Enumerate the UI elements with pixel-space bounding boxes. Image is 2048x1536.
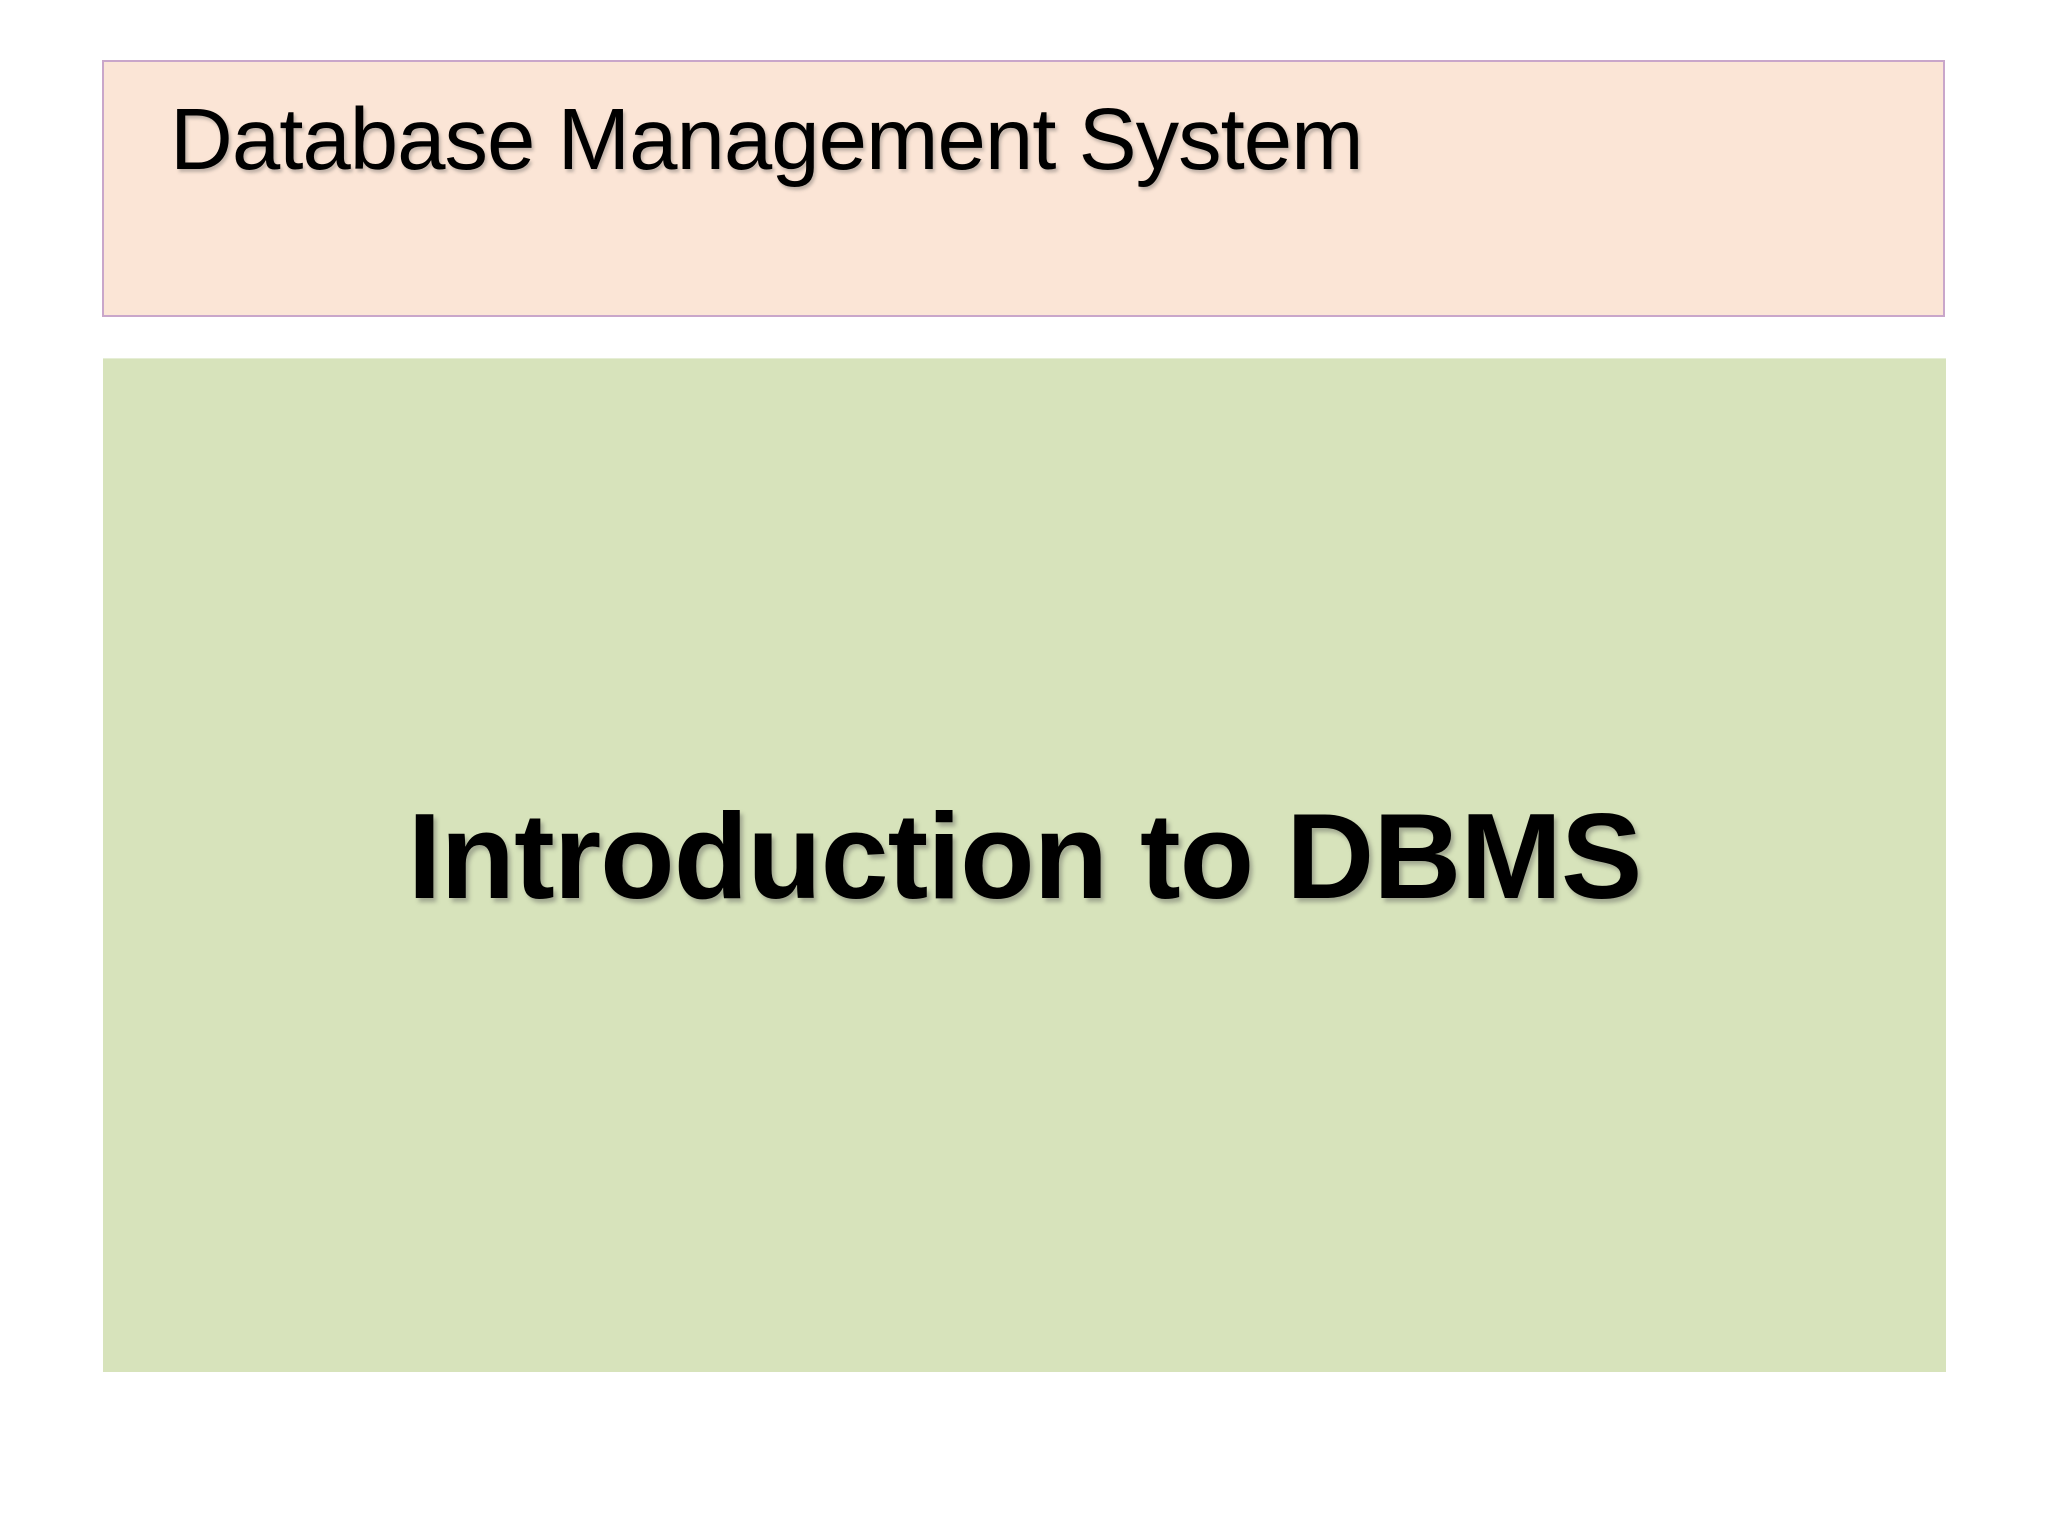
header-box: Database Management System bbox=[102, 60, 1945, 317]
content-box: Introduction to DBMS bbox=[103, 358, 1946, 1372]
header-title: Database Management System bbox=[170, 91, 1364, 188]
slide-title: Introduction to DBMS bbox=[407, 787, 1643, 924]
